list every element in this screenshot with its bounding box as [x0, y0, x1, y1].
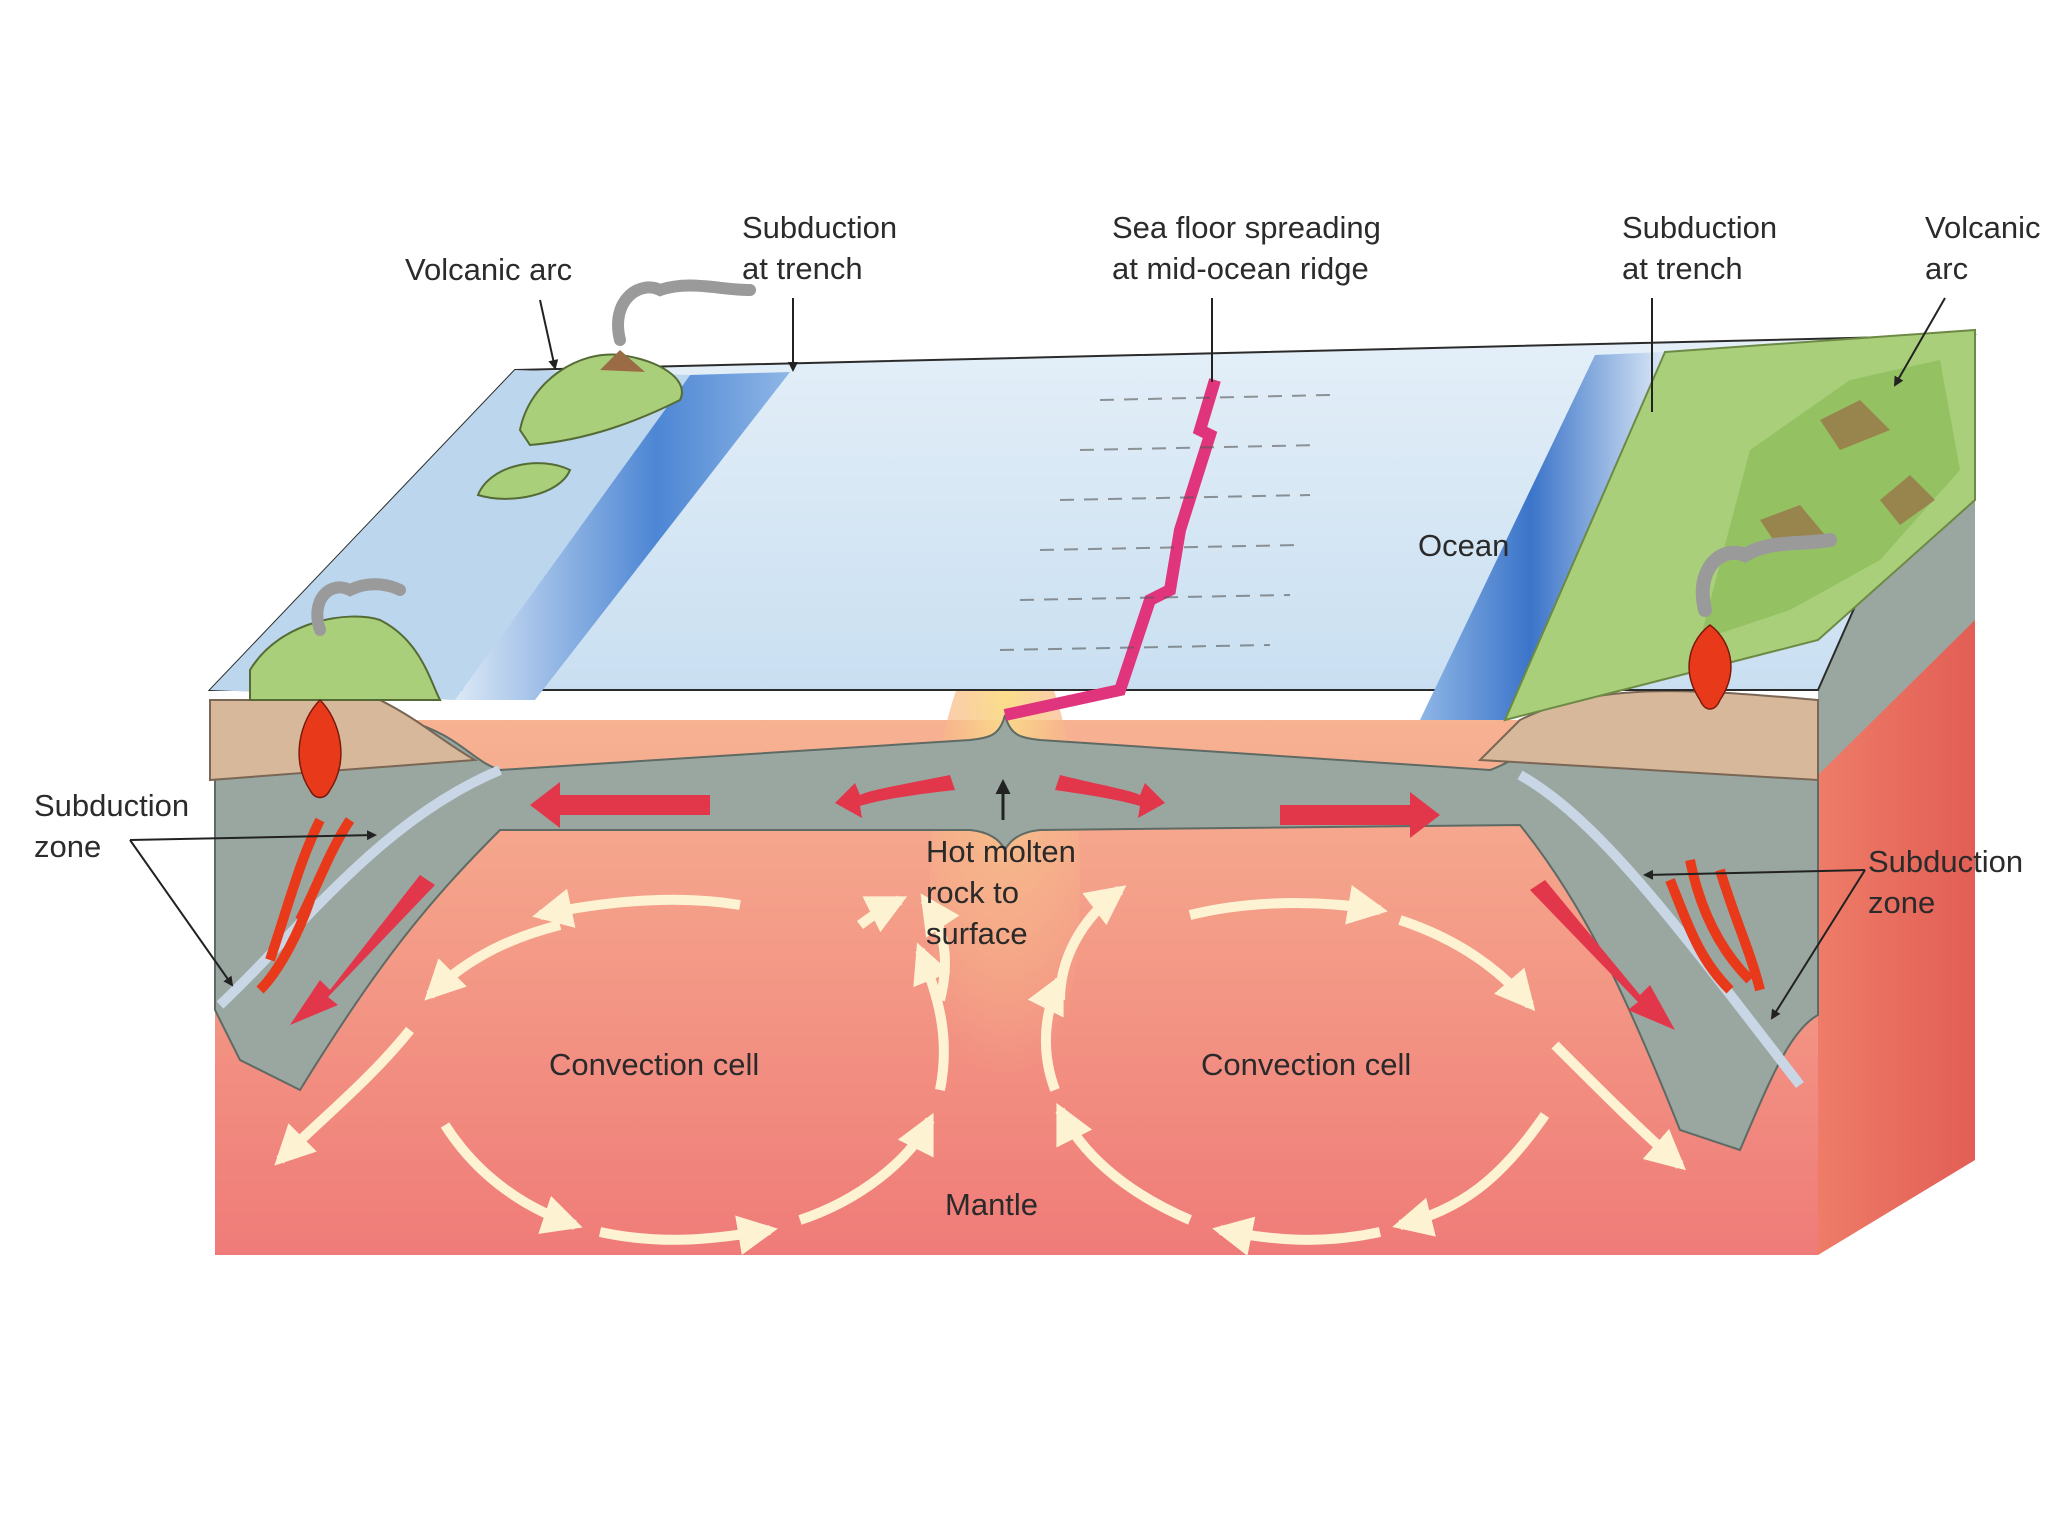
plate-arrow-left-1 — [530, 782, 710, 828]
label-volcanic-arc-right: Volcanic arc — [1925, 210, 2048, 286]
conv-left-up — [920, 893, 960, 1002]
left-front-smoke — [311, 578, 406, 636]
left-front-island — [249, 615, 442, 701]
conv-left-outer-up — [1027, 972, 1065, 1092]
conv-left-top — [532, 888, 741, 928]
label-convection-cell-left: Convection cell — [549, 1047, 759, 1082]
leader-volcanic-arc-right — [1894, 297, 1946, 387]
plate-motion-arrows — [290, 775, 1675, 1030]
small-island — [476, 462, 572, 500]
conv-left-bottom — [440, 1122, 583, 1234]
leader-subduction-right-b — [1770, 869, 1866, 1020]
left-magma-chamber — [298, 698, 342, 799]
left-trench — [455, 372, 790, 700]
right-smoke — [1695, 533, 1837, 617]
label-sea-floor-spreading: Sea floor spreading at mid-ocean ridge — [1112, 210, 1389, 286]
label-ocean: Ocean — [1418, 528, 1509, 563]
right-slab-edge — [1517, 770, 1804, 1089]
leader-volcanic-arc-left — [539, 299, 559, 370]
plate-arrow-right-1 — [1055, 775, 1165, 818]
label-volcanic-arc-left: Volcanic arc — [405, 252, 572, 287]
conv-right-bottom — [1392, 1112, 1550, 1237]
ridge-fractures — [999, 394, 1331, 651]
conv-right-down — [1551, 1041, 1687, 1171]
plate-arrow-left-2 — [835, 775, 955, 818]
right-side-lithosphere — [1818, 500, 1975, 775]
plate-arrow-right-2 — [1280, 792, 1440, 838]
conv-left-top2 — [424, 920, 562, 1001]
left-slab-edge — [216, 765, 502, 1009]
right-land-relief — [1700, 360, 1960, 640]
plate-arrow-downleft — [290, 875, 435, 1025]
conv-right-bottomleft — [1055, 1102, 1192, 1225]
label-convection-cell-right: Convection cell — [1201, 1047, 1411, 1082]
leader-lines — [129, 297, 1946, 1020]
label-subduction-trench-right: Subduction at trench — [1622, 210, 1786, 286]
leader-subduction-left-b — [129, 839, 234, 987]
right-land-brown — [1760, 400, 1935, 550]
left-shelf — [210, 370, 690, 700]
conv-right-top2 — [1398, 915, 1536, 1012]
conv-left-right — [913, 942, 951, 1091]
conv-left-bottom2 — [598, 1215, 778, 1255]
mid-ocean-ridge — [1003, 378, 1221, 721]
right-trench — [1420, 352, 1665, 720]
label-mantle: Mantle — [945, 1187, 1038, 1222]
right-magma-roots — [1665, 859, 1765, 994]
leader-subduction-left-a — [129, 830, 377, 841]
left-smoke — [612, 279, 756, 346]
right-magma-chamber — [1688, 624, 1732, 710]
conv-center-left — [857, 895, 908, 933]
label-subduction-trench-left: Subduction at trench — [742, 210, 906, 286]
label-subduction-zone-right: Subduction zone — [1868, 844, 2032, 920]
conv-right-top — [1188, 885, 1388, 925]
label-hot-molten-rock: Hot molten rock to surface — [926, 834, 1085, 951]
leader-subduction-right-a — [1643, 869, 1866, 880]
left-magma-roots — [256, 817, 355, 994]
convection-arrows — [274, 885, 1687, 1256]
conv-left-bottomright — [798, 1112, 935, 1225]
label-subduction-zone-left: Subduction zone — [34, 788, 198, 864]
left-volcanic-island — [518, 353, 683, 447]
plate-arrow-downright — [1530, 880, 1675, 1030]
conv-left-leftdown — [274, 1026, 414, 1166]
left-volcano-peak — [600, 350, 645, 372]
conv-right-bottom2 — [1212, 1216, 1382, 1256]
left-crust — [209, 699, 479, 782]
